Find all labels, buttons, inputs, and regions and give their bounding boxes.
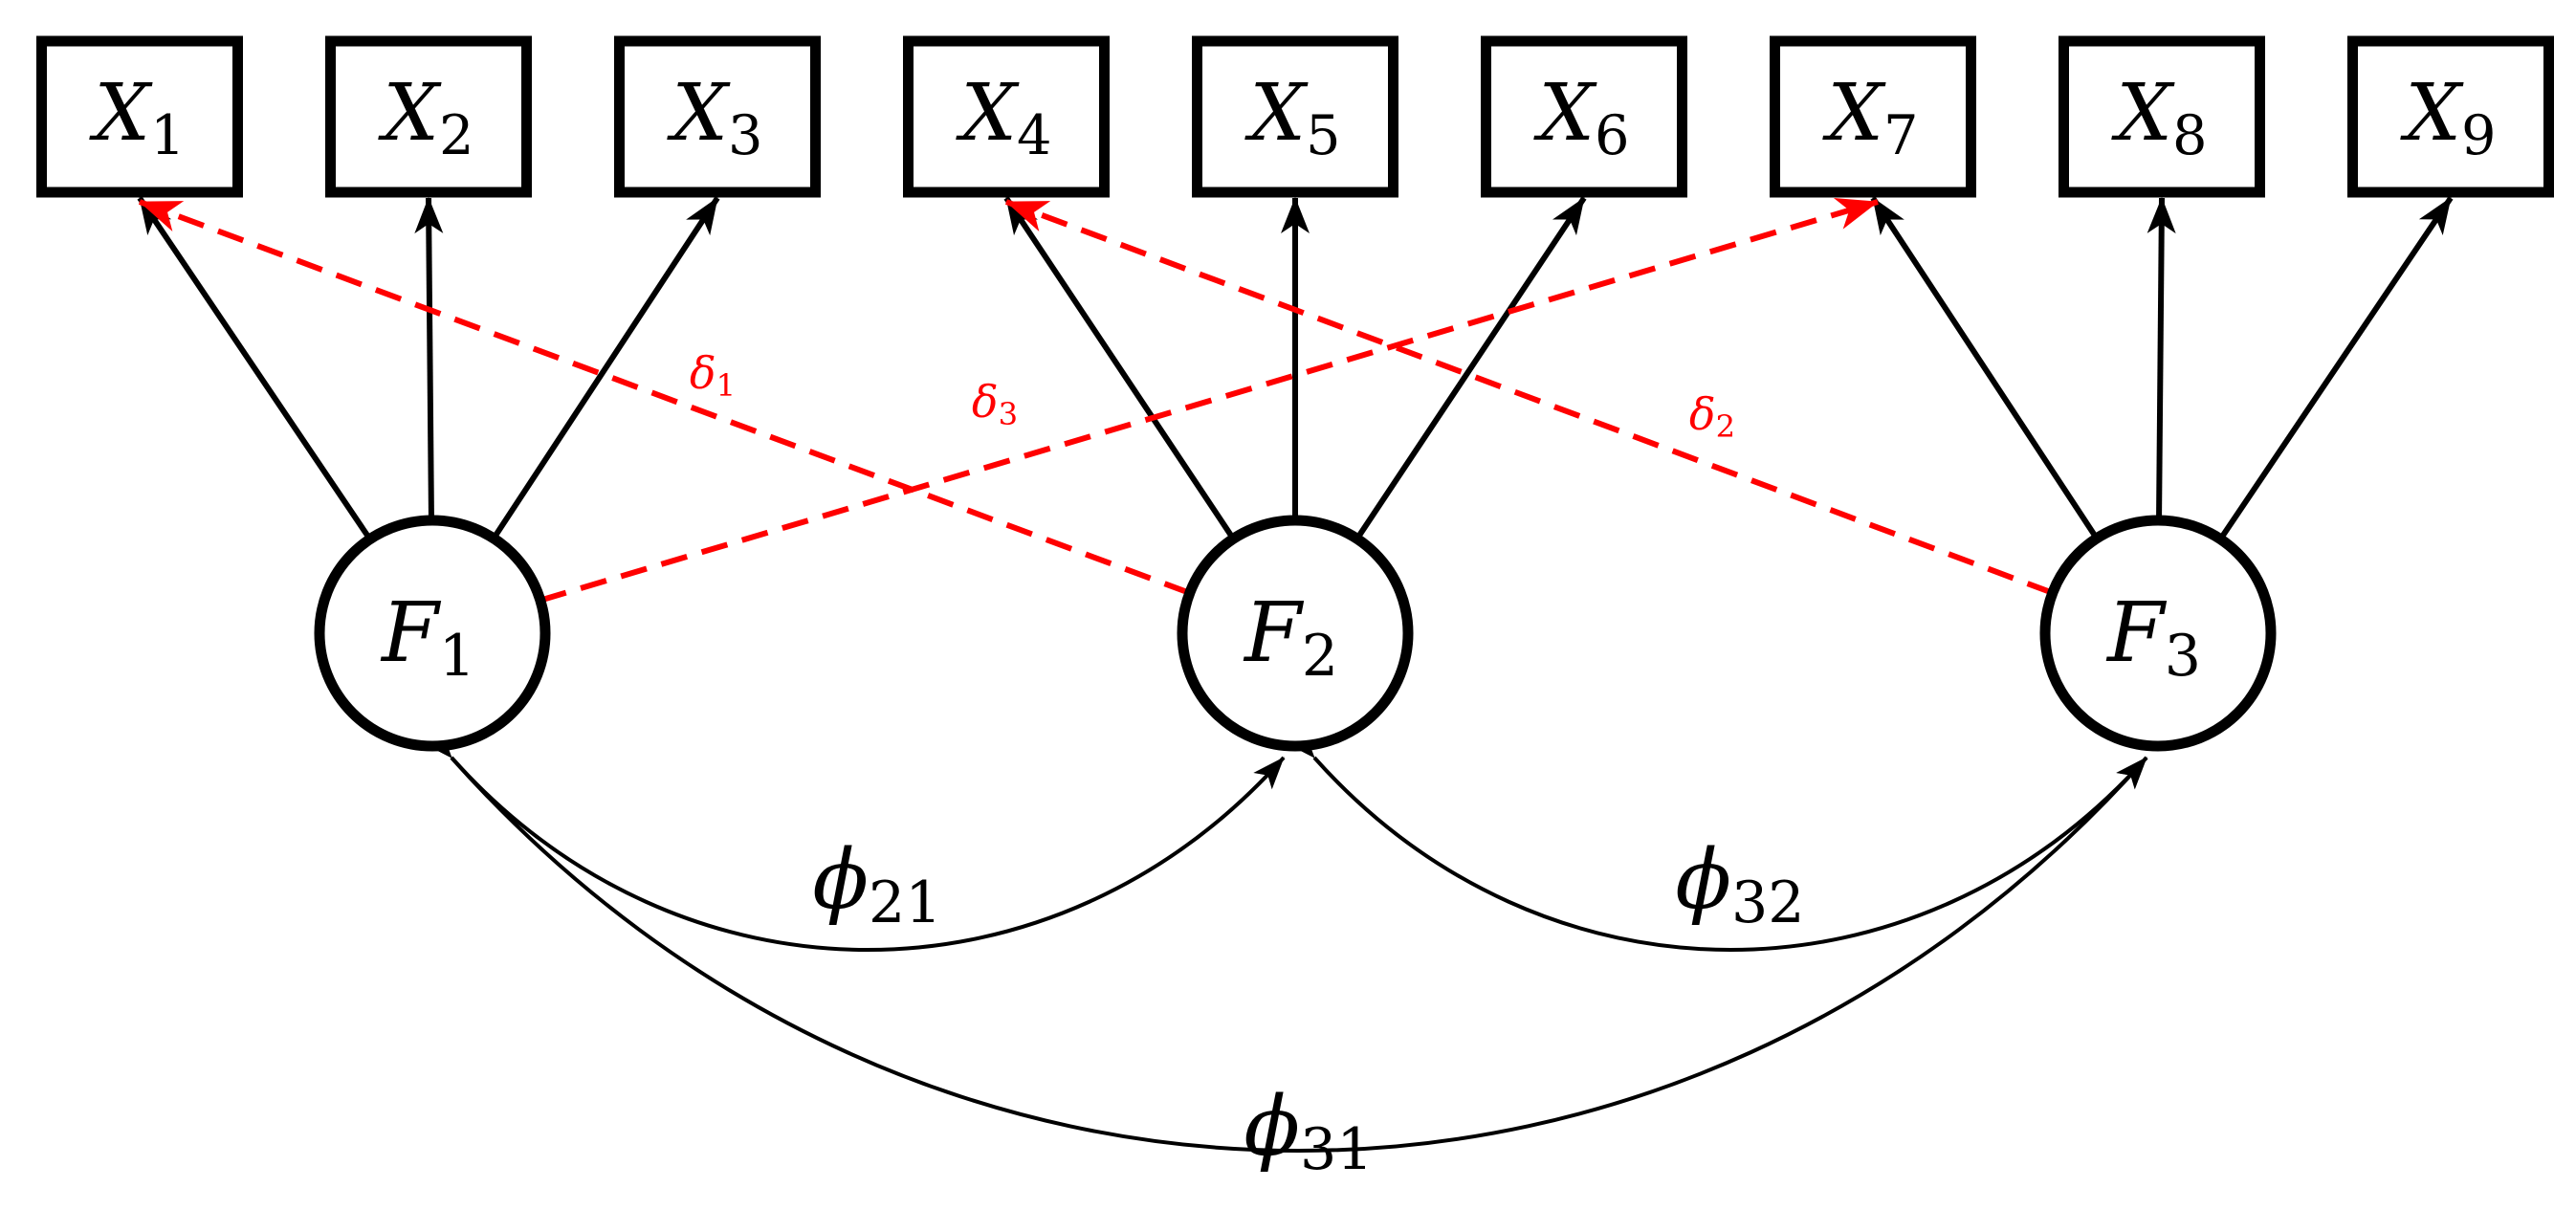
observed-label-x8: X8 — [2111, 68, 2208, 167]
cross-loading-layer — [138, 197, 2054, 604]
loading-arrow-f1-x1 — [137, 196, 373, 541]
covariance-label-31-subscript: 31 — [1300, 1116, 1374, 1183]
observed-box — [1770, 35, 1976, 198]
covariance-arc-f1-f3 — [421, 725, 2148, 1153]
covariance-layer — [421, 725, 2148, 1153]
factor-label-f3-base: F — [2105, 585, 2168, 681]
observed-node-x9: X9 — [2347, 35, 2554, 198]
observed-label-x5-base: X — [1244, 68, 1310, 159]
observed-label-x8-base: X — [2111, 68, 2176, 159]
observed-label-x3: X3 — [667, 68, 763, 167]
cross-loading-label-3-base: δ — [972, 376, 999, 428]
loading-arrow-f3-x8 — [2147, 197, 2176, 521]
observed-box — [1481, 35, 1687, 198]
loading-arrow-f2-x4 — [1003, 196, 1236, 540]
observed-label-x5-subscript: 5 — [1306, 102, 1341, 166]
observed-label-x4-base: X — [956, 68, 1021, 159]
observed-label-x9-subscript: 9 — [2461, 102, 2497, 166]
observed-box — [36, 35, 243, 198]
observed-label-x1-base: X — [89, 68, 154, 159]
observed-label-x6-base: X — [1533, 68, 1598, 159]
observed-box — [614, 35, 821, 198]
observed-label-x6: X6 — [1533, 68, 1630, 167]
factor-circle — [2039, 515, 2277, 752]
observed-label-x2-subscript: 2 — [439, 102, 474, 166]
observed-node-x8: X8 — [2059, 35, 2265, 198]
covariance-label-21: ϕ21 — [812, 832, 941, 936]
observed-node-x1: X1 — [36, 35, 243, 198]
factor-label-f3: F3 — [2105, 585, 2201, 690]
observed-label-x3-base: X — [667, 68, 732, 159]
observed-node-x2: X2 — [325, 35, 532, 198]
observed-box — [2347, 35, 2554, 198]
covariance-arc-f2-f3 — [1284, 725, 2148, 952]
cross-loading-label-3: δ3 — [972, 376, 1018, 432]
loading-arrow-f3-x7 — [1870, 196, 2100, 540]
covariance-label-21-subscript: 21 — [869, 869, 942, 936]
observed-label-x2-base: X — [378, 68, 443, 159]
observed-box — [2059, 35, 2265, 198]
cross-loading-arrow-f3-x4 — [1004, 199, 2054, 596]
cross-loading-label-3-subscript: 3 — [999, 396, 1018, 432]
observed-box — [903, 35, 1110, 198]
observed-node-x5: X5 — [1192, 35, 1398, 198]
observed-label-x7-subscript: 7 — [1883, 102, 1919, 166]
covariance-arc-f1-f2 — [421, 725, 1286, 952]
loading-layer — [137, 196, 2454, 541]
cross-loading-arrow-f1-x7 — [539, 197, 1879, 604]
covariance-label-21-base: ϕ — [812, 832, 869, 928]
covariance-label-32: ϕ32 — [1675, 832, 1804, 936]
factor-label-f2-base: F — [1243, 585, 1305, 681]
factor-node-f3: F3 — [2039, 515, 2277, 752]
loading-arrow-f3-x9 — [2217, 196, 2454, 541]
observed-label-x8-subscript: 8 — [2172, 102, 2208, 166]
observed-label-x4: X4 — [956, 68, 1052, 167]
factor-node-f1: F1 — [314, 515, 551, 752]
observed-label-x1: X1 — [89, 68, 186, 167]
cross-loading-label-1-base: δ — [690, 347, 716, 399]
observed-box — [1192, 35, 1398, 198]
covariance-label-31-base: ϕ — [1244, 1079, 1300, 1175]
observed-box — [325, 35, 532, 198]
observed-label-x9: X9 — [2400, 68, 2497, 167]
observed-label-x7: X7 — [1822, 68, 1919, 167]
observed-label-x6-subscript: 6 — [1595, 102, 1630, 166]
observed-label-x7-base: X — [1822, 68, 1887, 159]
cross-loading-label-1-subscript: 1 — [716, 367, 736, 404]
observed-label-x9-base: X — [2400, 68, 2465, 159]
factor-circle — [1177, 515, 1414, 752]
observed-label-x1-subscript: 1 — [150, 102, 186, 166]
factor-node-f2: F2 — [1177, 515, 1414, 752]
observed-node-x3: X3 — [614, 35, 821, 198]
factor-label-f2-subscript: 2 — [1302, 623, 1338, 690]
covariance-label-31: ϕ31 — [1244, 1079, 1373, 1183]
loading-arrow-f1-x3 — [491, 196, 720, 540]
observed-node-x6: X6 — [1481, 35, 1687, 198]
factor-label-f2: F2 — [1243, 585, 1338, 690]
factor-label-f3-subscript: 3 — [2165, 623, 2201, 690]
covariance-label-32-subscript: 32 — [1731, 869, 1805, 936]
cross-loading-label-2-subscript: 2 — [1716, 408, 1735, 445]
cross-loading-arrow-f2-x1 — [138, 199, 1191, 596]
observed-label-x4-subscript: 4 — [1017, 102, 1052, 166]
factor-circle — [314, 515, 551, 752]
factor-label-f1: F1 — [380, 585, 475, 690]
observed-label-x5: X5 — [1244, 68, 1341, 167]
observed-node-x7: X7 — [1770, 35, 1976, 198]
observed-label-x2: X2 — [378, 68, 474, 167]
factor-label-f1-base: F — [380, 585, 442, 681]
cross-loading-label-1: δ1 — [690, 347, 736, 404]
observed-node-x4: X4 — [903, 35, 1110, 198]
factor-label-f1-subscript: 1 — [439, 623, 475, 690]
covariance-label-32-base: ϕ — [1675, 832, 1731, 928]
observed-label-x3-subscript: 3 — [728, 102, 763, 166]
loading-arrow-f2-x6 — [1354, 196, 1587, 540]
cross-loading-label-2: δ2 — [1689, 388, 1735, 445]
loading-arrow-f1-x2 — [414, 197, 444, 521]
cross-loading-label-2-base: δ — [1689, 388, 1716, 440]
